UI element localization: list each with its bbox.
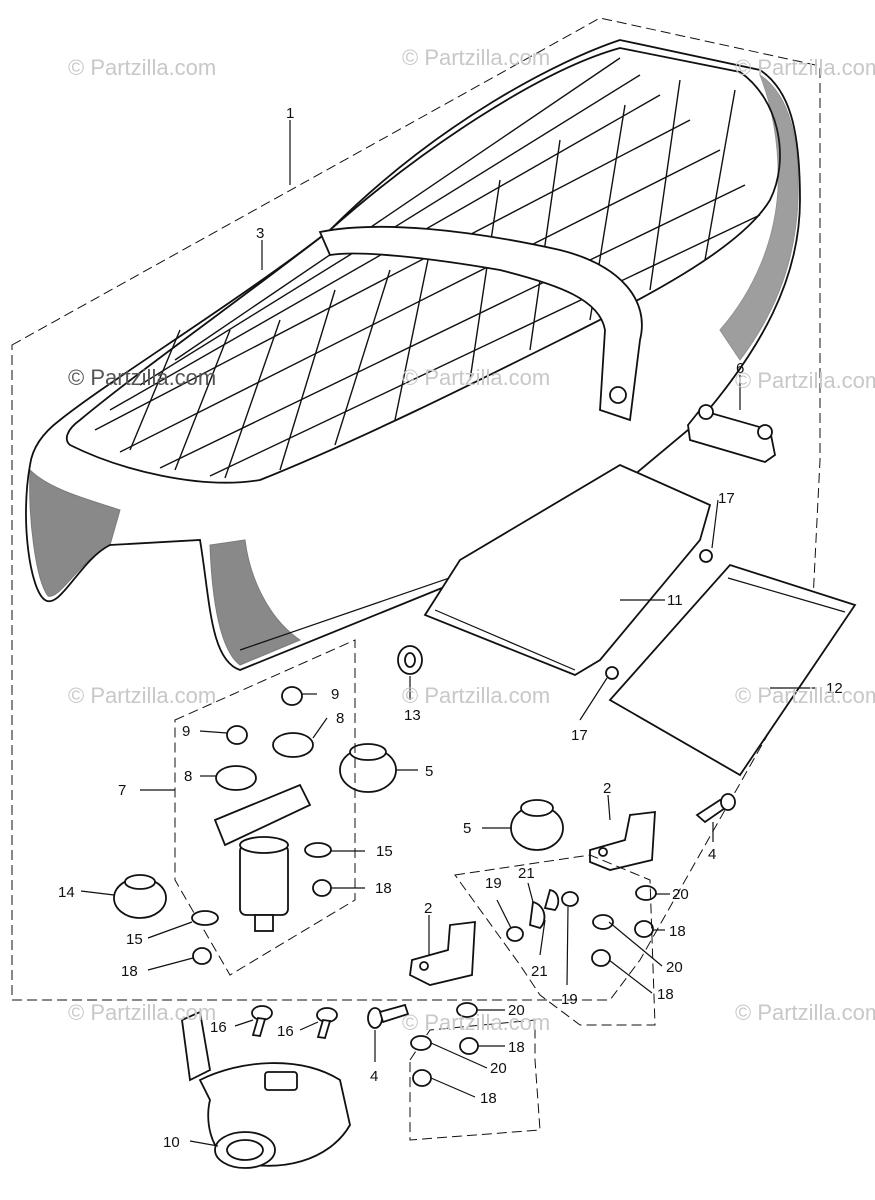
callout-11: 11 <box>667 592 683 609</box>
callout-20-a: 20 <box>672 886 689 903</box>
watermark: © Partzilla.com <box>68 365 217 390</box>
callout-18-b: 18 <box>121 963 138 980</box>
cushion-14 <box>113 874 167 919</box>
watermark: © Partzilla.com <box>735 368 875 393</box>
callout-19-a: 19 <box>485 875 502 892</box>
callout-18-a: 18 <box>375 880 392 897</box>
fastener-group-right <box>454 854 657 1026</box>
callout-15-upper: 15 <box>376 843 393 860</box>
callout-5-lower: 5 <box>463 820 471 837</box>
clip-17-upper <box>699 549 713 563</box>
callout-16-b: 16 <box>277 1023 294 1040</box>
seat-cover <box>25 39 801 671</box>
callout-2-left: 2 <box>424 900 432 917</box>
fastener-group-lower <box>409 1002 541 1141</box>
callout-18-e: 18 <box>508 1039 525 1056</box>
callout-7: 7 <box>118 782 126 799</box>
callout-18-f: 18 <box>480 1090 497 1107</box>
cushion-5-lower <box>510 799 564 851</box>
watermark: © Partzilla.com <box>68 683 217 708</box>
watermark: © Partzilla.com <box>735 683 875 708</box>
callout-5-upper: 5 <box>425 763 433 780</box>
callout-labels: 1 3 6 17 11 12 13 17 9 8 9 8 5 7 2 5 15 … <box>58 105 843 1151</box>
watermark: © Partzilla.com <box>68 55 217 80</box>
watermark: © Partzilla.com <box>402 683 551 708</box>
watermark: © Partzilla.com <box>402 1010 551 1035</box>
seat-lock-10 <box>181 1010 351 1169</box>
callout-12: 12 <box>826 680 843 697</box>
callout-16-a: 16 <box>210 1019 227 1036</box>
bracket-2-right <box>589 810 656 871</box>
callout-6: 6 <box>736 360 744 377</box>
callout-20-b: 20 <box>666 959 683 976</box>
watermark: © Partzilla.com <box>402 45 551 70</box>
watermark: © Partzilla.com <box>68 1000 217 1025</box>
watermark: © Partzilla.com <box>402 365 551 390</box>
callout-20-c: 20 <box>508 1002 525 1019</box>
callout-2-right: 2 <box>603 780 611 797</box>
callout-1: 1 <box>286 105 294 122</box>
callout-19-b: 19 <box>561 991 578 1008</box>
callout-18-d: 18 <box>657 986 674 1003</box>
bracket-2-left <box>409 920 476 986</box>
callout-18-c: 18 <box>669 923 686 940</box>
callout-17-lower: 17 <box>571 727 588 744</box>
cushion-5-upper <box>339 743 397 793</box>
watermark: © Partzilla.com <box>735 1000 875 1025</box>
callout-21-a: 21 <box>518 865 535 882</box>
callout-4-right: 4 <box>708 846 716 863</box>
leader-lines <box>80 120 815 1147</box>
callout-10: 10 <box>163 1134 180 1151</box>
screws-16 <box>251 1005 338 1040</box>
callout-21-b: 21 <box>531 963 548 980</box>
callout-17-upper: 17 <box>718 490 735 507</box>
callout-14: 14 <box>58 884 75 901</box>
seat-lock-assembly-7 <box>174 639 356 976</box>
watermark: © Partzilla.com <box>735 55 875 80</box>
callout-9-upper: 9 <box>331 686 339 703</box>
rubber-damper-6 <box>687 404 776 463</box>
callout-8-upper: 8 <box>336 710 344 727</box>
bolt-4-left <box>367 1003 410 1029</box>
callout-4-left: 4 <box>370 1068 378 1085</box>
bolt-4-right <box>695 793 736 824</box>
callout-13: 13 <box>404 707 421 724</box>
spring-clips <box>506 888 579 942</box>
callout-15-lower: 15 <box>126 931 143 948</box>
callout-20-d: 20 <box>490 1060 507 1077</box>
clip-17-lower <box>605 666 619 680</box>
callout-3: 3 <box>256 225 264 242</box>
callout-9-lower: 9 <box>182 723 190 740</box>
seat-mat <box>608 563 857 777</box>
callout-8-lower: 8 <box>184 768 192 785</box>
